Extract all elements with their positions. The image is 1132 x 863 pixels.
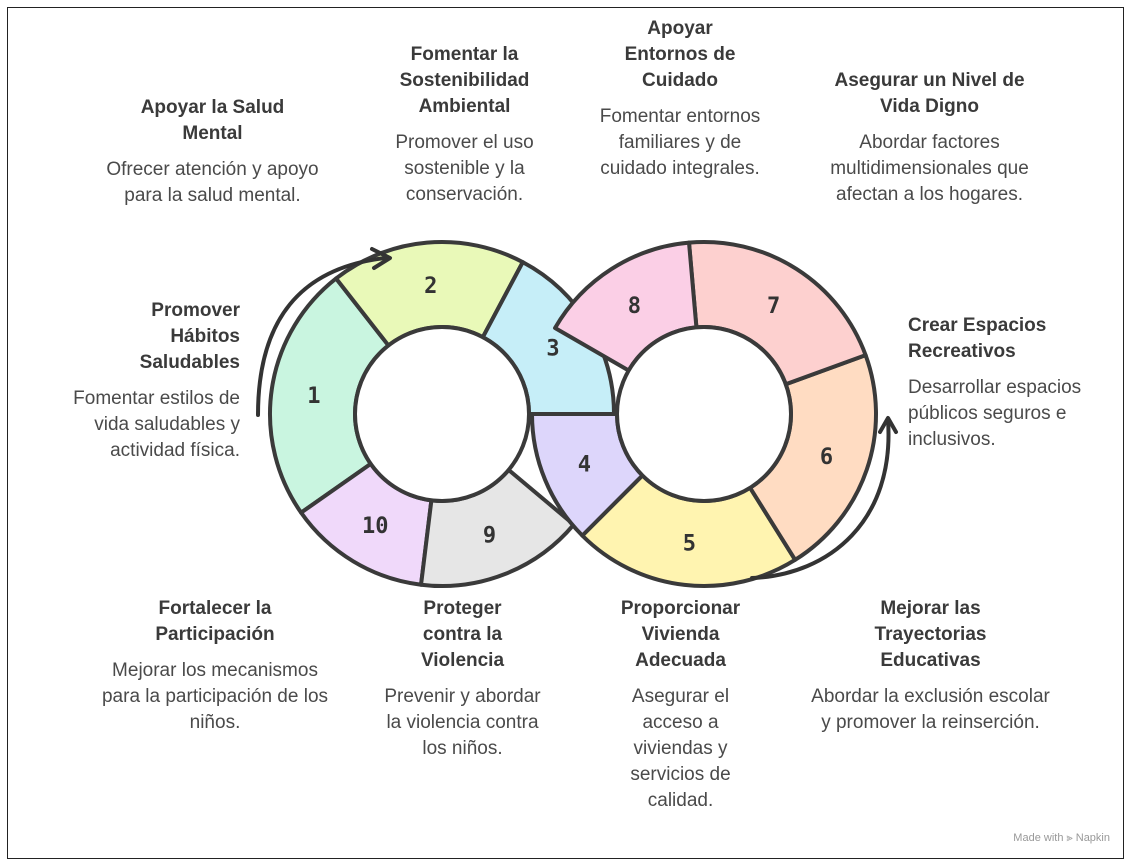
segment-number-9: 9 [483, 523, 496, 548]
segment-number-1: 1 [307, 384, 320, 409]
label-title: Apoyar Entornos de Cuidado [624, 18, 736, 91]
segment-number-4: 4 [578, 453, 591, 478]
label-desc: Desarrollar espacios públicos seguros e … [908, 377, 1082, 450]
label-title: Apoyar la Salud Mental [140, 97, 285, 144]
segment-number-10: 10 [362, 514, 389, 539]
segment-number-7: 7 [767, 294, 780, 319]
label-block-1: Promover Hábitos Saludables Fomentar est… [50, 298, 240, 464]
label-title: Asegurar un Nivel de Vida Digno [834, 70, 1025, 117]
ring-center [615, 325, 793, 503]
label-block-10: Fortalecer la Participación Mejorar los … [100, 596, 330, 736]
label-desc: Ofrecer atención y apoyo para la salud m… [106, 159, 319, 206]
label-desc: Promover el uso sostenible y la conserva… [395, 132, 534, 205]
bottom-right-arrow [750, 418, 891, 580]
segment-number-3: 3 [546, 336, 559, 361]
label-block-7: Asegurar un Nivel de Vida Digno Abordar … [812, 68, 1047, 208]
label-block-5: Mejorar las Trayectorias Educativas Abor… [808, 596, 1053, 736]
label-desc: Asegurar el acceso a viviendas y servici… [630, 686, 731, 811]
left-ring: 1 2 3 10 9 [268, 240, 616, 588]
label-title: Proteger contra la Violencia [420, 598, 505, 671]
label-desc: Fomentar entornos familiares y de cuidad… [599, 106, 761, 179]
segment-number-5: 5 [683, 532, 696, 557]
cycle-arrows [256, 247, 898, 580]
top-left-arrow [256, 256, 387, 417]
right-ring: 4 5 6 7 8 [530, 240, 878, 588]
label-block-4: Proporcionar Vivienda Adecuada Asegurar … [588, 596, 773, 814]
label-desc: Abordar la exclusión escolar y promover … [811, 686, 1050, 733]
label-title: Mejorar las Trayectorias Educativas [874, 598, 987, 671]
segment-number-6: 6 [820, 445, 833, 470]
top-left-arrow-head [370, 247, 392, 270]
ring-center [353, 325, 531, 503]
label-desc: Prevenir y abordar la violencia contra l… [384, 686, 541, 759]
label-block-9: Proteger contra la Violencia Prevenir y … [370, 596, 555, 762]
label-title: Promover Hábitos Saludables [139, 300, 240, 373]
bottom-right-arrow-head [878, 416, 898, 434]
label-desc: Fomentar estilos de vida saludables y ac… [73, 388, 240, 461]
made-with-footer: Made with ⫸ Napkin [1013, 832, 1110, 844]
label-title: Crear Espacios Recreativos [908, 315, 1047, 362]
label-block-2: Apoyar la Salud Mental Ofrecer atención … [95, 95, 330, 209]
label-desc: Abordar factores multidimensionales que … [830, 132, 1029, 205]
label-title: Proporcionar Vivienda Adecuada [620, 598, 741, 671]
diagram-frame [7, 7, 1124, 859]
label-desc: Mejorar los mecanismos para la participa… [101, 660, 329, 733]
label-block-6: Crear Espacios Recreativos Desarrollar e… [908, 313, 1108, 453]
label-title: Fortalecer la Participación [155, 598, 275, 645]
segment-number-8: 8 [628, 294, 641, 319]
label-block-3: Fomentar la Sostenibilidad Ambiental Pro… [372, 42, 557, 208]
segment-number-2: 2 [424, 274, 437, 299]
label-title: Fomentar la Sostenibilidad Ambiental [399, 44, 530, 117]
label-block-8: Apoyar Entornos de Cuidado Fomentar ento… [595, 16, 765, 182]
